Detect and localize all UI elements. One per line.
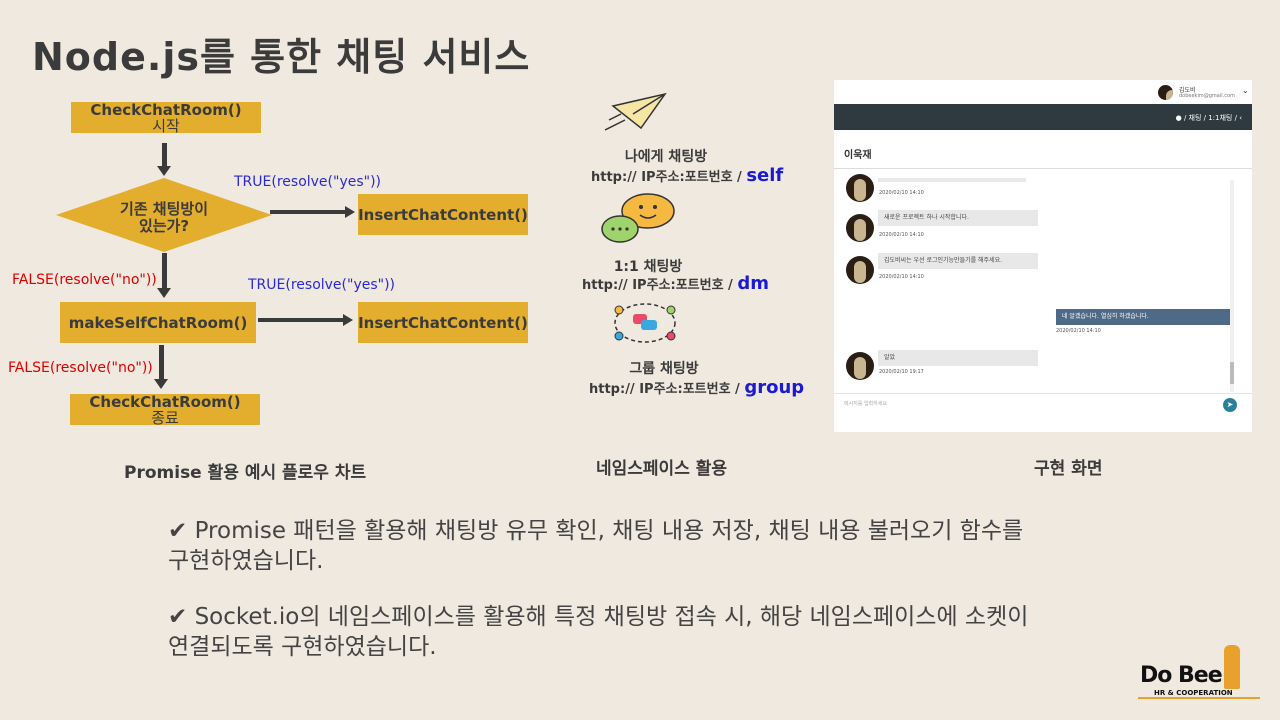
- user-email: dobeekim@gmail.com: [1179, 93, 1235, 99]
- insert-box-1: InsertChatContent(): [358, 194, 528, 235]
- logo-sub: HR & COOPERATION: [1154, 689, 1233, 697]
- bullet-socket-line-1: ✔ Socket.io의 네임스페이스를 활용해 특정 채팅방 접속 시, 해당…: [168, 604, 1029, 630]
- self-namespace: self: [746, 165, 784, 186]
- arrow-down-1: [157, 143, 171, 176]
- message-time: 2020/02/10 19:17: [879, 369, 924, 375]
- bullet-socket: ✔ Socket.io의 네임스페이스를 활용해 특정 채팅방 접속 시, 해당…: [168, 602, 1148, 662]
- self-room-title: 나에게 채팅방: [624, 149, 708, 165]
- self-room-url: http:// IP주소:포트번호 / self: [591, 165, 783, 186]
- my-message-bubble: 네 알겠습니다. 열심히 하겠습니다.: [1056, 309, 1230, 325]
- start-box-fn: CheckChatRoom(): [90, 100, 242, 119]
- make-box: makeSelfChatRoom(): [60, 302, 256, 343]
- message-list: 2020/02/10 14:10 새로운 프로젝트 하나 시작합니다. 2020…: [834, 174, 1252, 396]
- bullet-socket-line-2: 연결되도록 구현하였습니다.: [168, 634, 437, 660]
- message-bubble: 알았: [878, 350, 1038, 366]
- group-namespace: group: [744, 377, 805, 398]
- group-url-text: http:// IP주소:포트번호 /: [589, 382, 740, 397]
- chat-screenshot: 김도비 dobeekim@gmail.com ⌄ ● / 채팅 / 1:1채팅 …: [834, 80, 1252, 432]
- breadcrumb-text: / 채팅 / 1:1채팅 /: [1183, 114, 1237, 122]
- insert-box-2: InsertChatContent(): [358, 302, 528, 343]
- avatar: [846, 256, 874, 284]
- my-message-time: 2020/02/10 14:10: [1056, 328, 1101, 334]
- chat-icon: ●: [1175, 114, 1182, 122]
- dm-room-title: 1:1 채팅방: [613, 259, 683, 275]
- message-input[interactable]: 메시지를 입력하세요: [844, 401, 887, 407]
- screenshot-nav: ● / 채팅 / 1:1채팅 / ‹: [834, 104, 1252, 130]
- arrow-right-1: [270, 206, 355, 218]
- logo-tower: [1224, 645, 1240, 689]
- flow-caption: Promise 활용 예시 플로우 차트: [124, 463, 367, 483]
- false-label-2: FALSE(resolve("no")): [8, 360, 153, 376]
- avatar: [846, 174, 874, 202]
- screenshot-header: 김도비 dobeekim@gmail.com ⌄: [834, 80, 1252, 104]
- start-box-label: 시작: [152, 116, 180, 135]
- true-label-1: TRUE(resolve("yes")): [234, 174, 381, 190]
- scrollbar-thumb[interactable]: [1230, 362, 1234, 384]
- bullet-promise-line-1: ✔ Promise 패턴을 활용해 채팅방 유무 확인, 채팅 내용 저장, 채…: [168, 518, 1024, 544]
- screenshot-caption: 구현 화면: [1034, 459, 1103, 479]
- dobee-logo: Do Bee HR & COOPERATION: [1138, 645, 1266, 701]
- decision-diamond: [56, 178, 272, 252]
- end-box-label: 종료: [151, 408, 179, 427]
- user-name: 김도비: [1179, 87, 1196, 94]
- end-box: CheckChatRoom() 종료: [70, 392, 260, 427]
- chevron-down-icon[interactable]: ⌄: [1242, 86, 1249, 95]
- logo-name: Do Bee: [1140, 663, 1223, 688]
- room-divider: [834, 168, 1252, 169]
- chevron-left-icon[interactable]: ‹: [1239, 114, 1242, 122]
- message-time: 2020/02/10 14:10: [879, 232, 924, 238]
- bullet-promise-line-2: 구현하였습니다.: [168, 548, 324, 574]
- avatar: [846, 352, 874, 380]
- avatar: [846, 214, 874, 242]
- message-bubble: 새로운 프로젝트 하나 시작합니다.: [878, 210, 1038, 226]
- send-icon: ➤: [1226, 400, 1234, 409]
- paper-plane-icon: [604, 92, 667, 131]
- arrow-down-2: [157, 253, 171, 298]
- decision-line-1: 기존 채팅방이: [119, 200, 209, 218]
- dm-namespace: dm: [737, 273, 769, 294]
- logo-underline: [1138, 697, 1260, 699]
- group-chat-icon: [614, 303, 676, 343]
- arrow-down-3: [154, 345, 168, 389]
- group-room-url: http:// IP주소:포트번호 / group: [589, 377, 804, 398]
- self-url-text: http:// IP주소:포트번호 /: [591, 170, 742, 185]
- chat-bubbles-icon: [601, 193, 675, 243]
- false-label-1: FALSE(resolve("no")): [12, 272, 157, 288]
- group-room-title: 그룹 채팅방: [629, 361, 699, 377]
- message-time: 2020/02/10 14:10: [879, 274, 924, 280]
- send-button[interactable]: ➤: [1223, 398, 1237, 412]
- bullet-promise: ✔ Promise 패턴을 활용해 채팅방 유무 확인, 채팅 내용 저장, 채…: [168, 516, 1148, 576]
- message-bubble: 김도비씨는 우선 로그인기능만들기를 해주세요.: [878, 253, 1038, 269]
- namespace-caption: 네임스페이스 활용: [596, 459, 728, 479]
- breadcrumb: ● / 채팅 / 1:1채팅 / ‹: [1176, 113, 1242, 123]
- decision-line-2: 있는가?: [138, 217, 190, 235]
- scrollbar[interactable]: [1230, 180, 1234, 392]
- message-bubble: [878, 178, 1026, 182]
- input-divider: [834, 393, 1252, 394]
- decision-text: 기존 채팅방이 있는가?: [100, 201, 228, 235]
- start-box: CheckChatRoom() 시작: [71, 100, 261, 135]
- dm-room-url: http:// IP주소:포트번호 / dm: [582, 273, 769, 294]
- user-avatar: [1158, 85, 1173, 100]
- message-time: 2020/02/10 14:10: [879, 190, 924, 196]
- true-label-2: TRUE(resolve("yes")): [248, 277, 395, 293]
- end-box-fn: CheckChatRoom(): [89, 392, 241, 411]
- room-name: 이욱재: [844, 150, 872, 161]
- dm-url-text: http:// IP주소:포트번호 /: [582, 278, 733, 293]
- page-title: Node.js를 통한 채팅 서비스: [32, 35, 531, 79]
- arrow-right-2: [258, 314, 353, 326]
